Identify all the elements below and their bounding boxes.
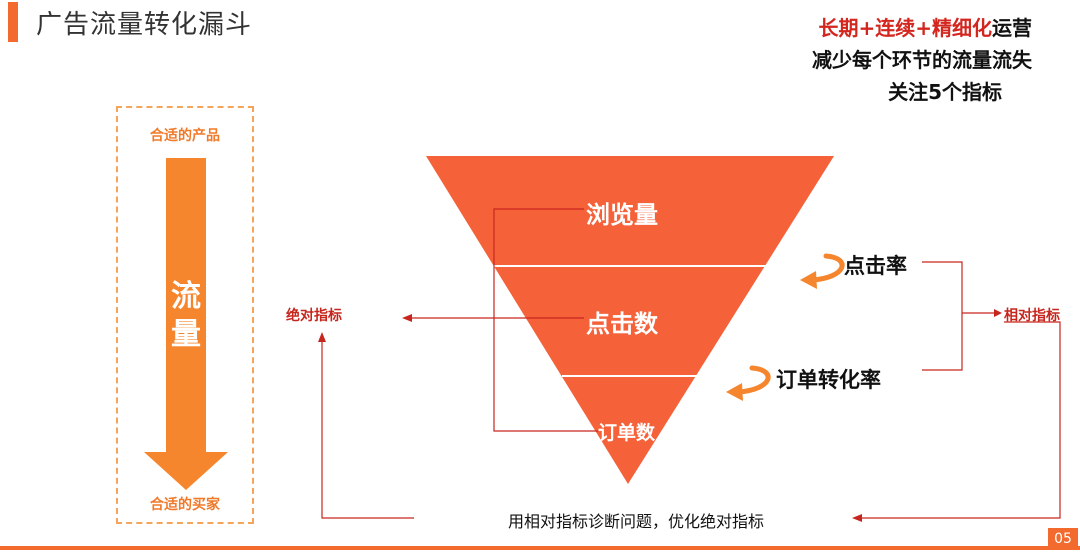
left-panel-top-label: 合适的产品 — [150, 128, 220, 144]
top-right-line-3: 关注5个指标 — [888, 80, 1002, 104]
feedback-line-right — [862, 321, 1061, 519]
footer-note: 用相对指标诊断问题，优化绝对指标 — [507, 512, 764, 531]
feedback-arrowhead-left — [318, 332, 326, 342]
top-right-line-1: 长期+连续+精细化运营 — [818, 12, 1032, 41]
flow-down-arrow — [144, 158, 228, 490]
top-right-line-1-rest: 运营 — [992, 16, 1032, 40]
top-right-line-1-highlight: 长期+连续+精细化 — [818, 16, 992, 40]
feedback-arrowhead-right — [852, 514, 862, 522]
arrow-label: 流量 — [160, 278, 212, 354]
feedback-line-left — [321, 340, 414, 519]
curved-arrow-icon — [800, 253, 845, 289]
page-title: 广告流量转化漏斗 — [36, 10, 253, 40]
funnel-stage-views: 浏览量 — [586, 201, 658, 229]
funnel-triangle — [426, 156, 834, 484]
funnel-stage-orders: 订单数 — [598, 422, 656, 444]
page-number: 05 — [1048, 528, 1078, 550]
funnel-stage-clicks: 点击数 — [586, 310, 658, 338]
absolute-indicator-label: 绝对指标 — [286, 308, 342, 324]
relative-bracket — [922, 261, 963, 371]
relative-indicator-label: 相对指标 — [1004, 308, 1060, 324]
title-accent-bar — [8, 2, 18, 42]
order-conversion-rate-label: 订单转化率 — [776, 368, 881, 392]
left-panel-bottom-label: 合适的买家 — [150, 497, 220, 513]
arrow-label-char-1: 流 — [171, 279, 201, 314]
bottom-accent-bar — [0, 546, 1080, 550]
stage-link-bracket — [493, 208, 598, 432]
relative-indicator-arrowhead — [994, 309, 1002, 317]
arrow-label-char-2: 量 — [171, 317, 201, 352]
click-rate-label: 点击率 — [844, 254, 907, 278]
absolute-indicator-arrowhead — [402, 314, 412, 322]
top-right-line-2: 减少每个环节的流量流失 — [812, 48, 1032, 72]
curved-arrow-icon — [726, 365, 771, 401]
left-dashed-panel — [116, 106, 254, 524]
